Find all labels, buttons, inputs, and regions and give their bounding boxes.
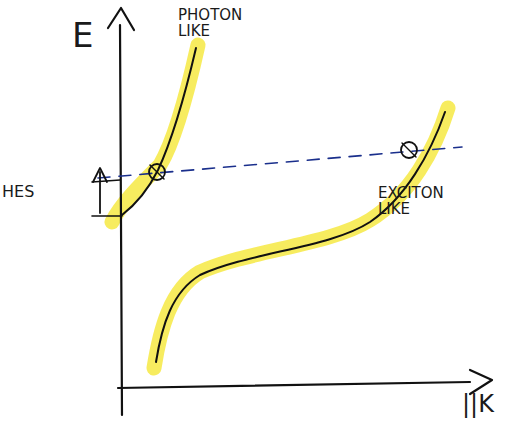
cropped-label: HES <box>2 184 34 201</box>
highlight <box>112 45 198 222</box>
crossing-point <box>150 165 164 179</box>
crossing-point <box>402 143 416 157</box>
axis-label: E <box>72 18 93 54</box>
region-label: EXCITON LIKE <box>378 186 458 218</box>
lower-polariton-branch <box>156 112 445 362</box>
crossing-point <box>401 142 417 158</box>
axis-label: ||K <box>462 392 494 417</box>
region-label: PHOTON LIKE <box>178 8 258 40</box>
tick <box>92 215 122 217</box>
crossing-point <box>149 164 165 180</box>
axis-arrow <box>108 8 134 30</box>
upper-polariton-branch <box>122 48 196 215</box>
highlight <box>154 108 448 368</box>
gap-arrow <box>93 168 107 182</box>
energy-axis <box>120 25 122 415</box>
gap-arrow <box>99 172 101 213</box>
axis-arrow <box>470 370 492 394</box>
energy-level-line <box>98 147 462 178</box>
k-axis <box>118 382 470 388</box>
